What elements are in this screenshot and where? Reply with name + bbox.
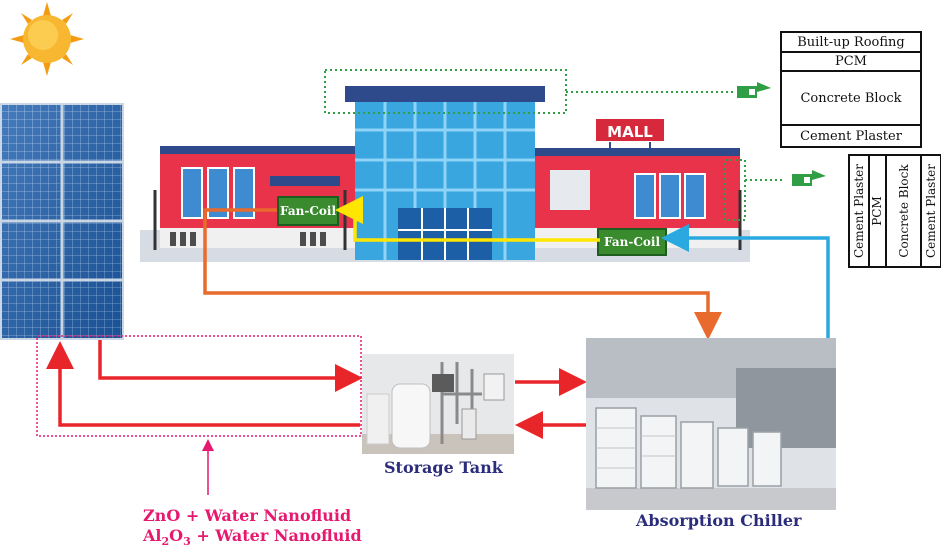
- nanofluid-al2o3-label: Al2O3 + Water Nanofluid: [143, 526, 362, 549]
- fan-coil-right: Fan-Coil: [597, 228, 667, 256]
- roof-layers: Built-up Roofing PCM Concrete Block Ceme…: [780, 31, 922, 148]
- side-layer-2: PCM: [870, 196, 885, 226]
- storage-tank-image: [362, 354, 514, 454]
- nanofluid-zno-label: ZnO + Water Nanofluid: [143, 506, 352, 525]
- absorption-chiller-label: Absorption Chiller: [636, 511, 802, 530]
- side-layer-1: Cement Plaster: [851, 163, 866, 259]
- roof-layer-2: PCM: [782, 53, 920, 72]
- solar-panel: [0, 103, 124, 340]
- absorption-chiller-image: [586, 338, 836, 510]
- mall-building: [140, 86, 750, 262]
- side-layer-3: Concrete Block: [896, 164, 911, 258]
- side-wall-layers: Cement Plaster PCM Concrete Block Cement…: [848, 154, 941, 268]
- storage-tank-label: Storage Tank: [384, 458, 503, 477]
- roof-layer-3: Concrete Block: [782, 72, 920, 126]
- fan-coil-left-label: Fan-Coil: [279, 204, 336, 218]
- pointing-hand-icon: [792, 170, 826, 186]
- mall-sign: MALL: [607, 123, 653, 141]
- fan-coil-right-label: Fan-Coil: [603, 235, 660, 249]
- side-layer-4: Cement Plaster: [924, 163, 939, 259]
- roof-layer-4: Cement Plaster: [800, 128, 902, 144]
- sun-icon: [10, 2, 84, 76]
- fan-coil-left: Fan-Coil: [277, 196, 339, 226]
- roof-layer-1: Built-up Roofing: [782, 33, 920, 53]
- pointing-hand-icon: [737, 82, 771, 98]
